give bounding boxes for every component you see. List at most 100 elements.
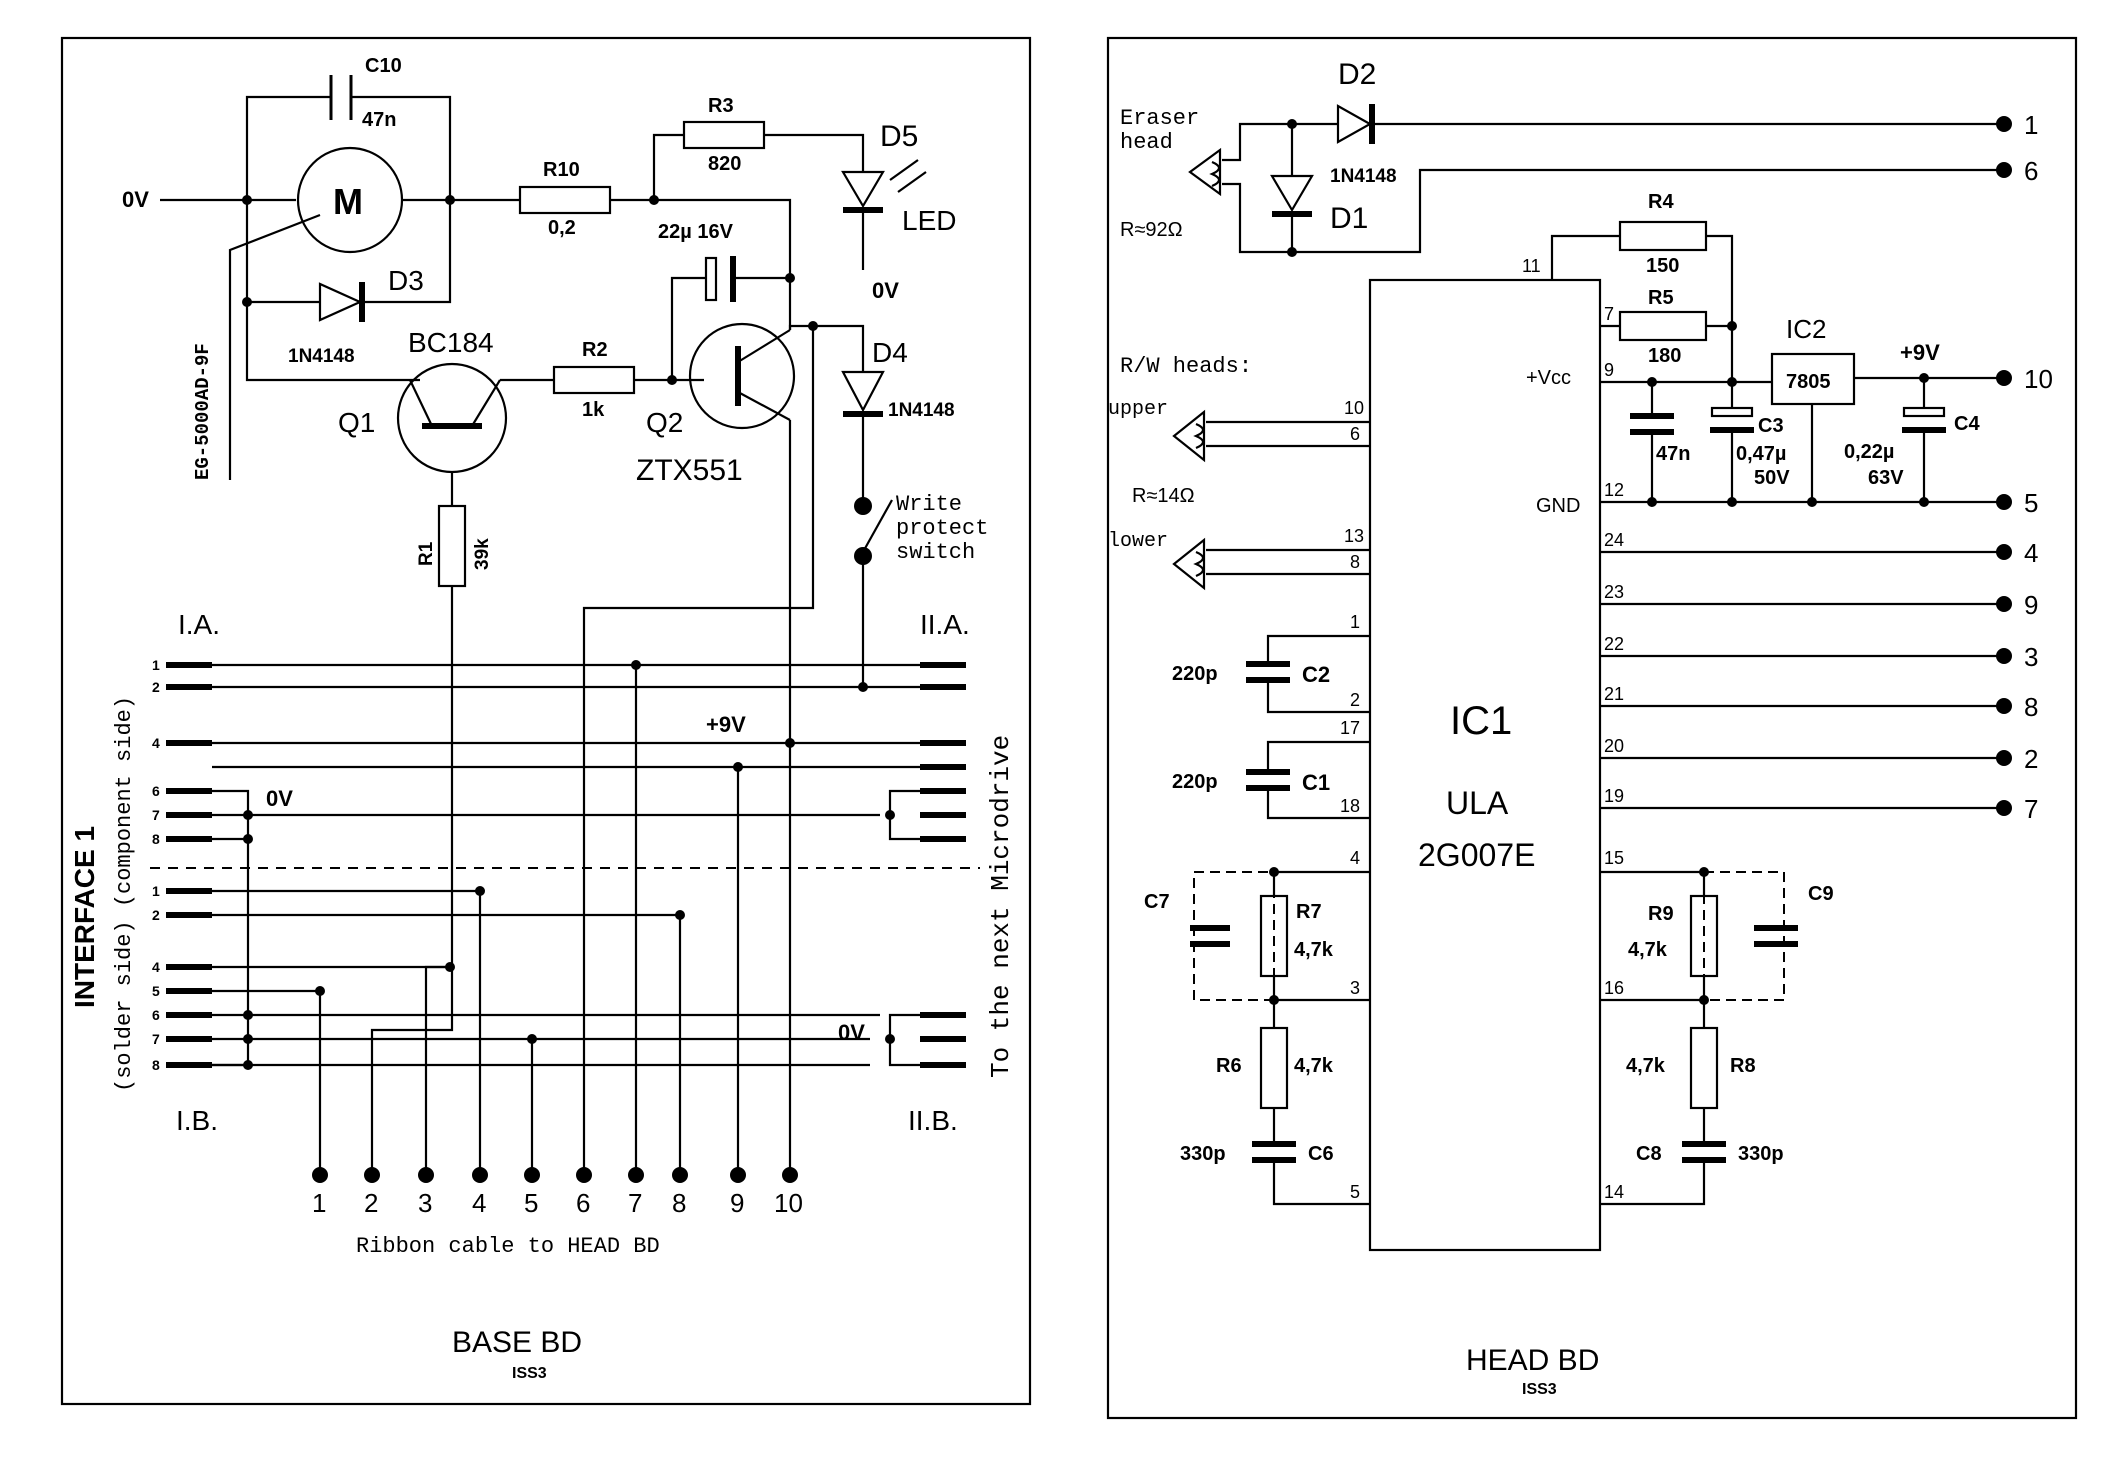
write-protect-line-2: protect	[896, 516, 988, 541]
next-microdrive-label: To the next Microdrive	[986, 735, 1016, 1078]
terminal-number: 6	[576, 1188, 590, 1218]
r4-label: R4	[1648, 191, 1674, 213]
lower-head-symbol	[1172, 537, 1206, 591]
junction-dot	[1807, 497, 1817, 507]
c1-wire	[1266, 740, 1370, 770]
switch-contact-bottom	[854, 547, 872, 565]
left-zero-v-bracket	[212, 789, 250, 1067]
cap22-left-wire	[670, 276, 706, 376]
r3-wire-right	[764, 133, 865, 172]
ic1-pin-number: 16	[1604, 978, 1624, 998]
ic1-part: 2G007E	[1418, 837, 1535, 873]
eraser-bottom-wire	[1222, 182, 1292, 254]
ic1-pin-number: 21	[1604, 684, 1624, 704]
r5-value: 180	[1648, 345, 1681, 367]
junction-dot	[785, 273, 795, 283]
r10-to-cap-wire	[654, 198, 792, 278]
rw-heads-label: R/W heads:	[1120, 354, 1252, 379]
lower-head-label: lower	[1108, 530, 1168, 553]
ic1-output-lines	[1600, 550, 2000, 810]
c10-label: C10	[365, 55, 402, 77]
d2-value: 1N4148	[1330, 166, 1397, 187]
head-plus-9v: +9V	[1900, 340, 1940, 365]
base-board-frame	[60, 36, 1032, 1406]
ic1-chip	[1368, 278, 1602, 1252]
head-terminal-number: 8	[2024, 692, 2038, 722]
ic1-pin-number: 13	[1344, 526, 1364, 546]
d3-value: 1N4148	[288, 346, 355, 367]
q2-transistor	[688, 322, 796, 430]
q2-lower-lead	[737, 391, 791, 421]
c8-wire-bottom	[1600, 1162, 1706, 1206]
junction-dot	[667, 375, 677, 385]
head-terminal-number: 6	[2024, 156, 2038, 186]
head-terminal-number: 7	[2024, 794, 2038, 824]
head-terminal-number: 9	[2024, 590, 2038, 620]
ic1-pin-number: 23	[1604, 582, 1624, 602]
terminal-pin	[1996, 648, 2012, 664]
c4-voltage: 63V	[1868, 467, 1904, 489]
c2-value: 220p	[1172, 663, 1218, 685]
terminal-pin	[1996, 750, 2012, 766]
q2-upper-lead	[737, 329, 791, 363]
r4-value: 150	[1646, 255, 1679, 277]
head-terminal-number: 5	[2024, 488, 2038, 518]
q1-transistor	[396, 362, 508, 474]
c6-label: C6	[1308, 1143, 1334, 1165]
ib-pin-number: 5	[152, 983, 160, 999]
eraser-label-1: Eraser	[1120, 106, 1199, 131]
ia-pin-number: 6	[152, 783, 160, 799]
interface-1-title: INTERFACE 1	[69, 826, 100, 1008]
ic1-pin-number: 12	[1604, 480, 1624, 500]
c3-voltage: 50V	[1754, 467, 1790, 489]
terminal-pin	[672, 1167, 688, 1183]
d2-label: D2	[1338, 58, 1376, 91]
terminal-pin	[472, 1167, 488, 1183]
c3-label: C3	[1758, 415, 1784, 437]
r8-label: R8	[1730, 1055, 1756, 1077]
head-board-title: HEAD BD	[1466, 1344, 1599, 1377]
c2-wire	[1266, 634, 1370, 662]
d5-zero-v: 0V	[872, 278, 899, 303]
c3-plate-a	[1710, 406, 1754, 418]
eraser-resistance: R≈92Ω	[1120, 219, 1183, 241]
c8-label: C8	[1636, 1143, 1662, 1165]
interface-ia-label: I.A.	[178, 609, 220, 640]
r10-label: R10	[543, 159, 580, 181]
q1-emitter	[471, 379, 501, 427]
ia-pin-number: 4	[152, 735, 160, 751]
terminal-number: 7	[628, 1188, 642, 1218]
terminal-pin	[576, 1167, 592, 1183]
junction-dot	[733, 762, 743, 772]
c6-value: 330p	[1180, 1143, 1226, 1165]
r8-value: 4,7k	[1626, 1055, 1666, 1077]
ic1-pin-number: 6	[1350, 424, 1360, 444]
motor-label: M	[333, 181, 363, 222]
d1-diode	[1270, 174, 1314, 213]
r6-resistor	[1259, 1026, 1289, 1110]
d4-value: 1N4148	[888, 400, 955, 421]
c6-wire-bottom	[1272, 1162, 1370, 1206]
upper-head-label: upper	[1108, 398, 1168, 421]
r2-label: R2	[582, 339, 608, 361]
terminal-pin	[1996, 494, 2012, 510]
lower-head-coil	[1193, 550, 1205, 578]
ic2-part: 7805	[1786, 371, 1831, 393]
d1-out-wire	[1292, 168, 2000, 254]
ic1-pin-number: 24	[1604, 530, 1624, 550]
base-board-title: BASE BD	[452, 1326, 582, 1359]
junction-dot	[243, 1010, 253, 1020]
r8-resistor	[1689, 1026, 1719, 1110]
c5-value: 47n	[1656, 443, 1690, 465]
ic1-pin-number: 9	[1604, 360, 1614, 380]
d1-label: D1	[1330, 202, 1368, 235]
c3-value: 0,47µ	[1736, 443, 1786, 465]
c10-loop-wire-right	[351, 95, 452, 200]
cap22-label: 22µ 16V	[658, 221, 734, 243]
r1-resistor	[437, 504, 467, 588]
r1-value: 39k	[472, 538, 493, 570]
junction-dot	[1919, 497, 1929, 507]
motor-leader	[228, 213, 321, 480]
junction-dot	[243, 834, 253, 844]
ia-pin-number: 8	[152, 831, 160, 847]
